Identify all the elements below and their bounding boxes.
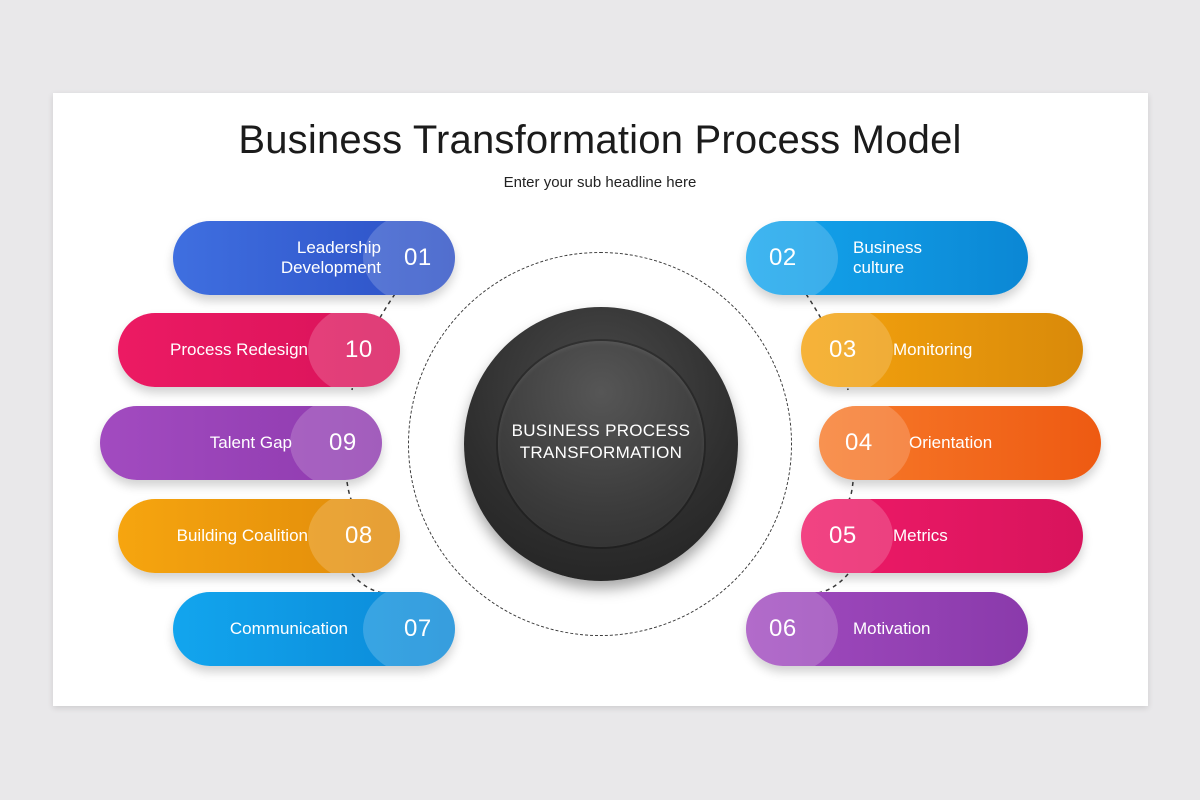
- step-label: Leadership Development: [280, 238, 381, 277]
- step-07-communication: Communication 07: [173, 592, 455, 666]
- step-number: 01: [404, 244, 432, 271]
- step-number: 08: [345, 522, 373, 549]
- step-label: Communication: [229, 619, 348, 638]
- step-number: 07: [404, 615, 432, 642]
- step-number: 06: [769, 615, 797, 642]
- connector-left-middle: [346, 481, 353, 501]
- step-number: 04: [845, 429, 873, 456]
- step-05-metrics: 05 Metrics: [801, 499, 1083, 573]
- step-label: Motivation: [853, 619, 931, 638]
- step-label: Orientation: [909, 433, 993, 452]
- pill-highlight: [819, 406, 911, 480]
- center-hub-line2: TRANSFORMATION: [519, 443, 683, 462]
- step-02-business-culture: 02 Business culture: [746, 221, 1028, 295]
- step-06-motivation: 06 Motivation: [746, 592, 1028, 666]
- dashed-ring: [408, 252, 792, 636]
- connector-right-lower: [805, 573, 849, 595]
- step-01-leadership-development: Leadership Development 01: [173, 221, 455, 295]
- step-number: 03: [829, 336, 857, 363]
- step-04-orientation: 04 Orientation: [819, 406, 1101, 480]
- diagram-subtitle: Enter your sub headline here: [503, 174, 697, 191]
- step-10-process-redesign: Process Redesign 10: [118, 313, 400, 387]
- step-label: Business culture: [853, 238, 922, 277]
- pill-highlight: [308, 313, 400, 387]
- connector-left-lower: [351, 573, 396, 595]
- step-label: Monitoring: [893, 340, 973, 359]
- pill-highlight: [308, 499, 400, 573]
- step-number: 02: [769, 244, 797, 271]
- step-label: Metrics: [893, 526, 948, 545]
- pill-highlight: [801, 313, 893, 387]
- pill-highlight: [746, 221, 838, 295]
- step-label: Process Redesign: [170, 340, 308, 359]
- pill-highlight: [363, 221, 455, 295]
- center-hub-inner: [498, 341, 704, 547]
- step-number: 09: [329, 429, 357, 456]
- pill-highlight: [746, 592, 838, 666]
- step-08-building-coalition: Building Coalition 08: [118, 499, 400, 573]
- pill-highlight: [290, 406, 382, 480]
- step-03-monitoring: 03 Monitoring: [801, 313, 1083, 387]
- step-number: 10: [345, 336, 373, 363]
- step-label: Building Coalition: [176, 526, 308, 545]
- step-09-talent-gap: Talent Gap 09: [100, 406, 382, 480]
- step-number: 05: [829, 522, 857, 549]
- center-hub-line1: BUSINESS PROCESS: [511, 421, 691, 440]
- pill-highlight: [363, 592, 455, 666]
- pill-highlight: [801, 499, 893, 573]
- diagram-title: Business Transformation Process Model: [238, 118, 962, 162]
- center-hub-label: BUSINESS PROCESS TRANSFORMATION: [498, 420, 704, 464]
- connector-right-middle: [847, 481, 854, 501]
- step-label: Talent Gap: [209, 433, 292, 452]
